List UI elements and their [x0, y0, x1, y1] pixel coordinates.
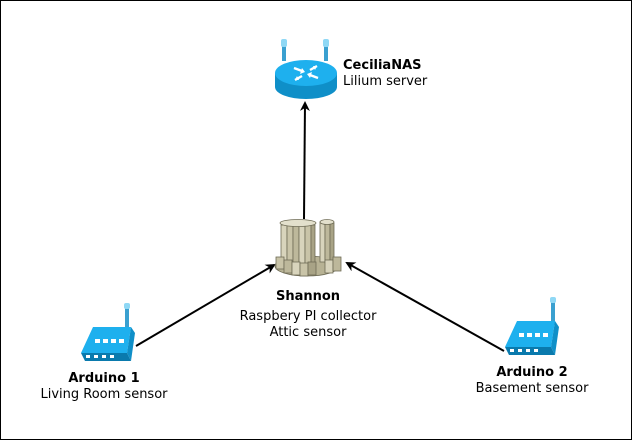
node-title-sensor2: Arduino 2 — [496, 365, 568, 380]
edge-hub-to-nas — [299, 101, 310, 220]
node-label-sensor2: Arduino 2 Basement sensor — [476, 365, 589, 397]
node-desc-sensor1: Living Room sensor — [40, 387, 168, 402]
wireless-modem-icon — [505, 297, 559, 355]
node-desc-hub-line2: Attic sensor — [269, 325, 347, 340]
node-title-sensor1: Arduino 1 — [68, 371, 140, 386]
edge-sensor2-to-hub — [345, 262, 505, 352]
node-desc-nas: Lilium server — [343, 74, 428, 89]
edge-sensor1-to-hub — [135, 263, 276, 347]
temple-icon — [274, 219, 342, 277]
node-desc-hub-line1: Raspbery PI collector — [239, 309, 377, 324]
node-label-hub: Shannon Raspbery PI collector Attic sens… — [240, 289, 377, 341]
node-title-hub: Shannon — [275, 289, 341, 304]
router-icon — [275, 39, 337, 99]
node-label-sensor1: Arduino 1 Living Room sensor — [40, 371, 167, 403]
node-desc-sensor2: Basement sensor — [475, 381, 589, 396]
node-title-nas: CeciliaNAS — [343, 58, 422, 73]
node-label-nas: CeciliaNAS Lilium server — [343, 58, 427, 90]
wireless-modem-icon — [81, 303, 135, 361]
